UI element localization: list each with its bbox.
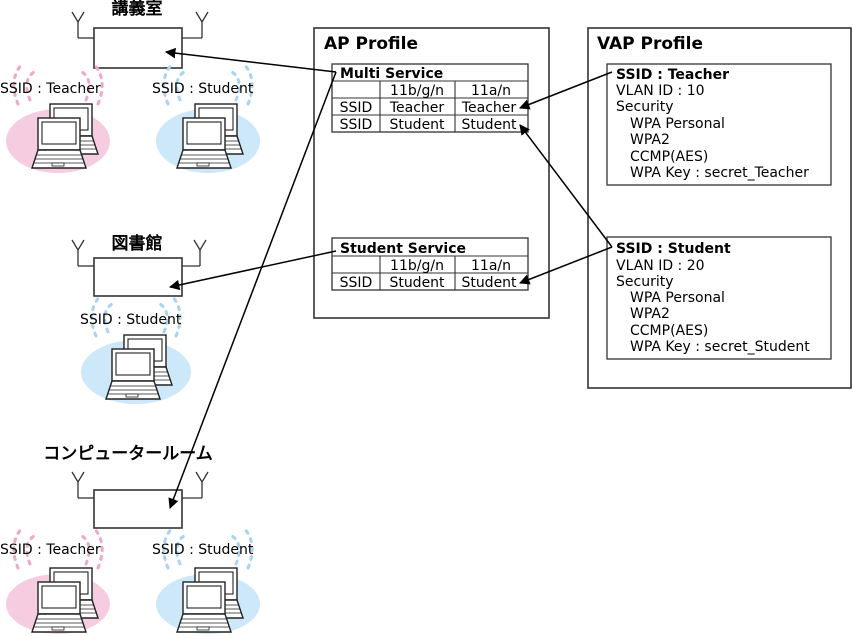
lecture-ssid-student: SSID : Student: [152, 81, 254, 97]
vap-student-ssid: SSID : Student: [616, 241, 731, 257]
multi-service-row2-label: SSID: [340, 117, 373, 133]
lecture-room-group: 講義室 SSID : Teacher SSID : Student: [0, 0, 260, 173]
vap-student-box: SSID : Student VLAN ID : 20 Security WPA…: [606, 236, 832, 360]
vap-profile-title: VAP Profile: [597, 34, 703, 54]
multi-service-header-an: 11a/n: [471, 83, 511, 99]
vap-student-vlan: VLAN ID : 20: [616, 258, 705, 274]
ap-profile-panel: AP Profile Multi Service 11b/g/n 11a/n S…: [313, 27, 550, 319]
arrow-multi-to-lecture: [164, 47, 337, 73]
student-service-row1-label: SSID: [340, 275, 373, 291]
arrow-vap-teacher-to-multi: [519, 71, 613, 110]
computer-room-title: コンピュータールーム: [43, 444, 213, 464]
vap-teacher-item-4: WPA Key : secret_Teacher: [630, 165, 809, 181]
vap-student-item-3: CCMP(AES): [630, 323, 708, 339]
computer-room-student-wave-icon: [162, 526, 254, 570]
ap-profile-title: AP Profile: [324, 34, 418, 54]
vap-teacher-security: Security: [616, 99, 674, 115]
vap-teacher-box: SSID : Teacher VLAN ID : 10 Security WPA…: [606, 63, 832, 186]
multi-service-row1-an: Teacher: [461, 100, 517, 116]
vap-student-item-1: WPA Personal: [630, 290, 725, 306]
multi-service-header-bgn: 11b/g/n: [390, 83, 444, 99]
student-service-row1-an: Student: [461, 275, 517, 291]
vap-student-item-2: WPA2: [630, 306, 670, 322]
computer-room-teacher-wave-icon: [12, 526, 104, 570]
lecture-room-ap-box: [93, 27, 183, 69]
lecture-room-title: 講義室: [112, 0, 163, 19]
computer-room-ap-box: [93, 489, 183, 529]
multi-service-row1-bgn: Teacher: [389, 100, 445, 116]
student-service-header-bgn: 11b/g/n: [390, 258, 444, 274]
vap-teacher-item-1: WPA Personal: [630, 116, 725, 132]
arrow-multi-to-computer-room: [168, 71, 337, 509]
arrow-student-service-to-library: [168, 250, 337, 291]
vap-student-security: Security: [616, 274, 674, 290]
student-service-name: Student Service: [340, 241, 466, 257]
computer-room-ssid-teacher: SSID : Teacher: [0, 542, 101, 558]
vap-teacher-item-3: CCMP(AES): [630, 149, 708, 165]
library-student-wave-icon: [90, 294, 182, 338]
student-service-row1-bgn: Student: [389, 275, 445, 291]
multi-service-row2-an: Student: [461, 117, 517, 133]
student-service-header-an: 11a/n: [471, 258, 511, 274]
vap-teacher-ssid: SSID : Teacher: [616, 67, 729, 83]
arrow-vap-student-to-student-service: [519, 246, 613, 285]
lecture-teacher-wave-icon: [12, 62, 104, 106]
multi-service-table: Multi Service 11b/g/n 11a/n SSID Teacher…: [331, 63, 529, 133]
computer-room-ssid-student: SSID : Student: [152, 542, 254, 558]
library-ap-box: [93, 257, 183, 297]
connector-arrows: [164, 47, 613, 509]
vap-student-item-4: WPA Key : secret_Student: [630, 339, 810, 355]
vap-teacher-vlan: VLAN ID : 10: [616, 83, 705, 99]
student-service-table: Student Service 11b/g/n 11a/n SSID Stude…: [331, 237, 529, 291]
lecture-student-wave-icon: [162, 62, 254, 106]
vap-profile-panel: VAP Profile SSID : Teacher VLAN ID : 10 …: [587, 27, 852, 389]
library-title: 図書館: [112, 233, 163, 254]
library-ssid-student: SSID : Student: [80, 312, 182, 328]
multi-service-name: Multi Service: [340, 66, 443, 82]
computer-room-group: コンピュータールーム SSID : Teacher SSID : Student: [0, 444, 260, 634]
multi-service-row1-label: SSID: [340, 100, 373, 116]
library-group: 図書館 SSID : Student: [71, 233, 207, 404]
arrow-vap-student-to-multi: [519, 124, 613, 248]
vap-teacher-item-2: WPA2: [630, 132, 670, 148]
multi-service-row2-bgn: Student: [389, 117, 445, 133]
lecture-ssid-teacher: SSID : Teacher: [0, 81, 101, 97]
